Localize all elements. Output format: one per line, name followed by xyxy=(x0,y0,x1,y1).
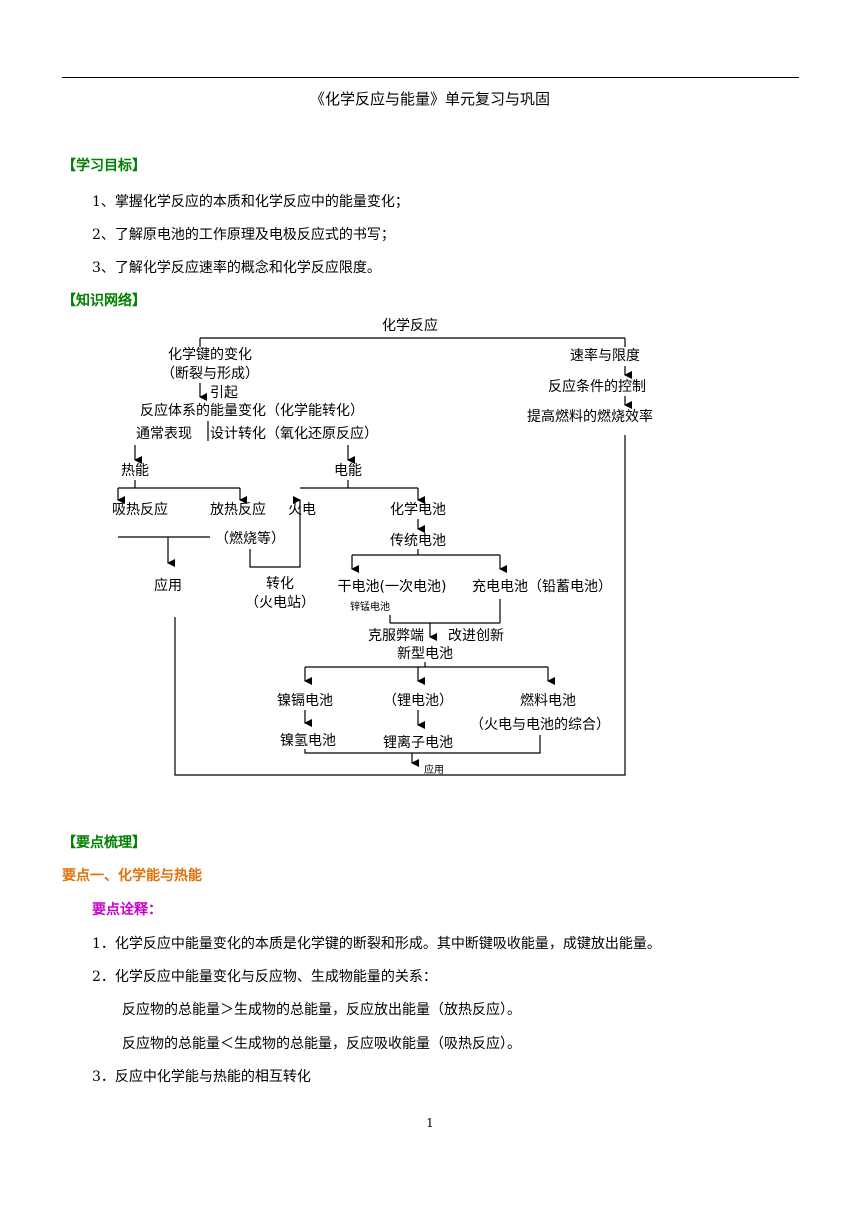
node-rechargeable: 充电电池（铅蓄电池） xyxy=(472,579,612,595)
node-application: 应用 xyxy=(154,577,182,594)
point1-item-3: 反应物的总能量＞生成物的总能量，反应放出能量（放热反应）。 xyxy=(122,1002,521,1018)
points-header: 【要点梳理】 xyxy=(62,835,146,851)
node-fuel-cell-sub: （火电与电池的综合） xyxy=(470,717,610,733)
page-title: 《化学反应与能量》单元复习与巩固 xyxy=(309,90,550,108)
node-power-station: （火电站） xyxy=(245,595,315,611)
node-fuel-cell: 燃料电池 xyxy=(520,692,576,709)
node-new-battery: 新型电池 xyxy=(397,646,453,662)
objective-3: 3、了解化学反应速率的概念和化学反应限度。 xyxy=(92,260,381,276)
node-efficiency: 提高燃料的燃烧效率 xyxy=(527,408,653,425)
objectives-header: 【学习目标】 xyxy=(62,158,146,174)
point1-header: 要点一、化学能与热能 xyxy=(62,868,202,884)
node-nimh: 镍氢电池 xyxy=(280,733,336,749)
knowledge-network-diagram: 化学反应 化学键的变化 （断裂与形成） 引起 反应体系的能量变化（化学能转化） … xyxy=(112,317,653,776)
point1-item-5: 3．反应中化学能与热能的相互转化 xyxy=(92,1069,311,1085)
node-dry-cell: 干电池(一次电池) xyxy=(338,579,447,595)
node-combustion: （燃烧等） xyxy=(215,530,285,547)
node-chem-battery: 化学电池 xyxy=(390,502,446,518)
label-overcome: 克服弊端 xyxy=(368,628,424,644)
point1-item-1: 1．化学反应中能量变化的本质是化学键的断裂和形成。其中断键吸收能量，成键放出能量… xyxy=(92,936,661,952)
node-electric: 电能 xyxy=(334,463,362,479)
node-lithium: （锂电池） xyxy=(383,693,453,709)
label-cause: 引起 xyxy=(210,385,238,401)
node-endo: 吸热反应 xyxy=(112,501,168,518)
point-explain-header: 要点诠释： xyxy=(92,902,162,918)
label-design: 设计转化（氧化还原反应） xyxy=(210,425,378,442)
point1-item-2: 2．化学反应中能量变化与反应物、生成物能量的关系： xyxy=(92,969,437,985)
node-convert: 转化 xyxy=(266,576,294,592)
node-zinc-mn: 锌锰电池 xyxy=(350,600,390,613)
node-nicd: 镍镉电池 xyxy=(277,693,333,709)
node-heat: 热能 xyxy=(121,463,149,479)
objective-1: 1、掌握化学反应的本质和化学反应中的能量变化； xyxy=(92,194,409,210)
node-root: 化学反应 xyxy=(382,317,438,334)
node-control: 反应条件的控制 xyxy=(548,378,646,395)
point1-item-4: 反应物的总能量＜生成物的总能量，反应吸收能量（吸热反应）。 xyxy=(122,1036,521,1052)
node-bond-change: 化学键的变化 xyxy=(168,347,252,363)
label-usual: 通常表现 xyxy=(136,426,192,442)
node-rate-limit: 速率与限度 xyxy=(570,347,640,364)
header-rule xyxy=(62,77,799,78)
node-bond-change-sub: （断裂与形成） xyxy=(161,366,259,382)
network-header: 【知识网络】 xyxy=(62,293,146,309)
node-bottom-app: 应用 xyxy=(424,763,444,776)
node-liion: 锂离子电池 xyxy=(383,734,453,751)
node-fire-power: 火电 xyxy=(288,502,316,518)
node-traditional: 传统电池 xyxy=(390,533,446,549)
page-number: 1 xyxy=(426,1116,434,1130)
label-improve: 改进创新 xyxy=(448,628,504,644)
node-exo: 放热反应 xyxy=(210,501,266,518)
node-energy-change: 反应体系的能量变化（化学能转化） xyxy=(140,402,364,419)
objective-2: 2、了解原电池的工作原理及电极反应式的书写； xyxy=(92,227,395,243)
